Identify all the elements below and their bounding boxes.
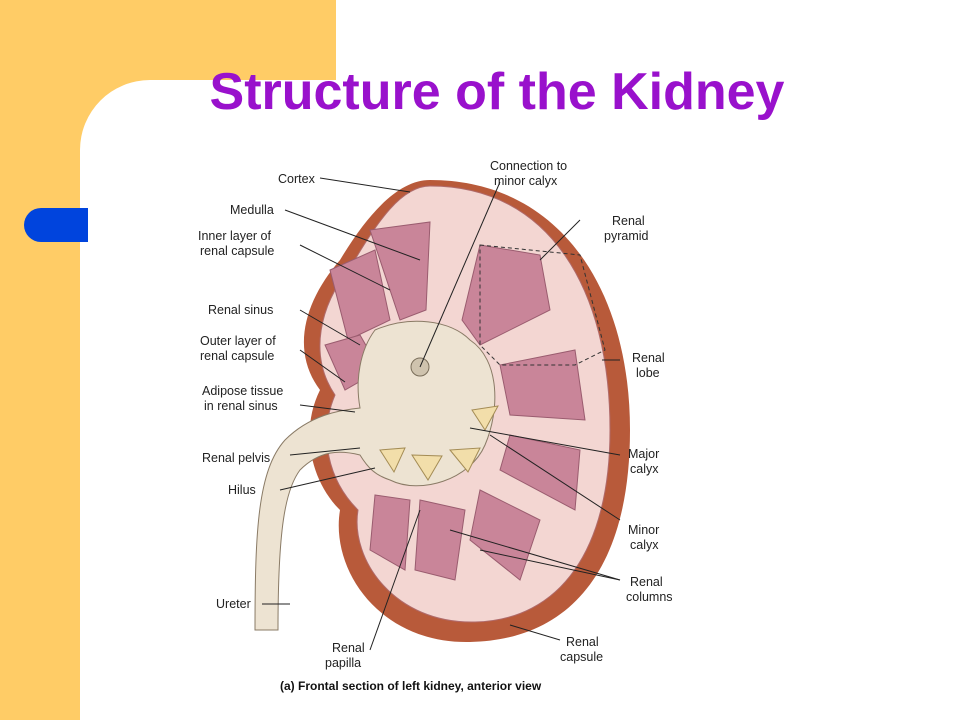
label-adipose-1: Adipose tissue (202, 384, 283, 398)
calyces (379, 405, 499, 481)
label-connection-1: Connection to (490, 159, 567, 173)
blue-decor-tab (24, 208, 88, 242)
renal-lobe-outline (479, 244, 606, 366)
label-inner-capsule-2: renal capsule (200, 244, 274, 258)
kidney-diagram: Cortex Medulla Inner layer of renal caps… (198, 159, 673, 693)
label-columns-2: columns (626, 590, 673, 604)
label-major-2: calyx (630, 462, 659, 476)
label-inner-capsule-1: Inner layer of (198, 229, 271, 243)
label-papilla-2: papilla (325, 656, 361, 670)
label-minor-1: Minor (628, 523, 659, 537)
label-connection-2: minor calyx (494, 174, 558, 188)
top-decor-tab (0, 0, 336, 80)
label-medulla: Medulla (230, 203, 274, 217)
left-decor-band (0, 0, 80, 720)
label-cortex: Cortex (278, 172, 316, 186)
label-rcapsule-2: capsule (560, 650, 603, 664)
label-outer-capsule-1: Outer layer of (200, 334, 276, 348)
slide-title: Structure of the Kidney (209, 63, 785, 121)
leader-lines (262, 177, 621, 651)
renal-pelvis-shape (254, 320, 496, 631)
label-renal-pelvis: Renal pelvis (202, 451, 270, 465)
label-major-1: Major (628, 447, 659, 461)
label-renal-sinus: Renal sinus (208, 303, 273, 317)
label-pyramid-2: pyramid (604, 229, 649, 243)
label-papilla-1: Renal (332, 641, 365, 655)
label-minor-2: calyx (630, 538, 659, 552)
diagram-caption: (a) Frontal section of left kidney, ante… (280, 679, 542, 693)
label-lobe-1: Renal (632, 351, 665, 365)
label-pyramid-1: Renal (612, 214, 645, 228)
label-adipose-2: in renal sinus (204, 399, 278, 413)
label-columns-1: Renal (630, 575, 663, 589)
label-lobe-2: lobe (636, 366, 660, 380)
label-hilus: Hilus (228, 483, 256, 497)
decor-corner-curve (80, 80, 150, 150)
label-outer-capsule-2: renal capsule (200, 349, 274, 363)
label-ureter: Ureter (216, 597, 251, 611)
label-rcapsule-1: Renal (566, 635, 599, 649)
